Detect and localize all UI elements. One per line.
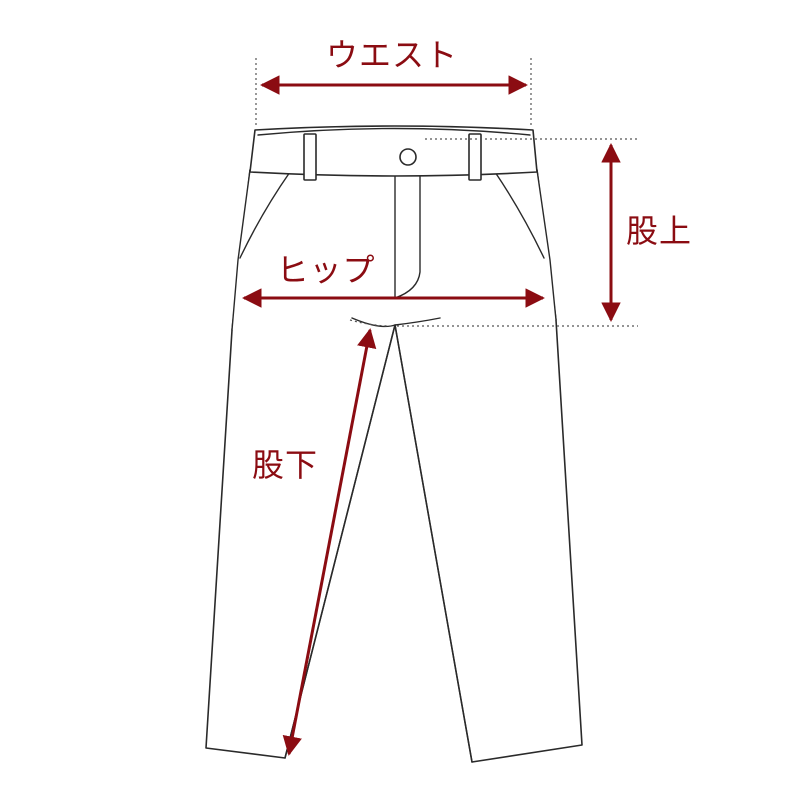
rise-label: 股上 [626,212,692,250]
inseam-arrow [282,328,377,756]
left-side-seam [231,169,251,331]
dimension-arrows [242,75,621,756]
measurement-labels: ウエスト ヒップ 股上 股下 [252,36,692,484]
waist-button [399,148,417,166]
left-belt-loop [303,133,317,181]
right-side-seam [536,169,557,321]
waist-label: ウエスト [326,36,458,74]
waistband [249,125,538,177]
front-panel [232,170,556,330]
crotch-guide [349,319,393,327]
hip-label: ヒップ [276,251,375,289]
pants-illustration [205,125,583,763]
right-inseam [394,324,473,763]
guide-lines [255,58,638,327]
left-pocket [239,171,291,259]
waistband-top-fold [257,127,531,136]
right-belt-loop [468,133,482,181]
inseam-label: 股下 [252,446,318,484]
right-pocket [494,171,545,259]
